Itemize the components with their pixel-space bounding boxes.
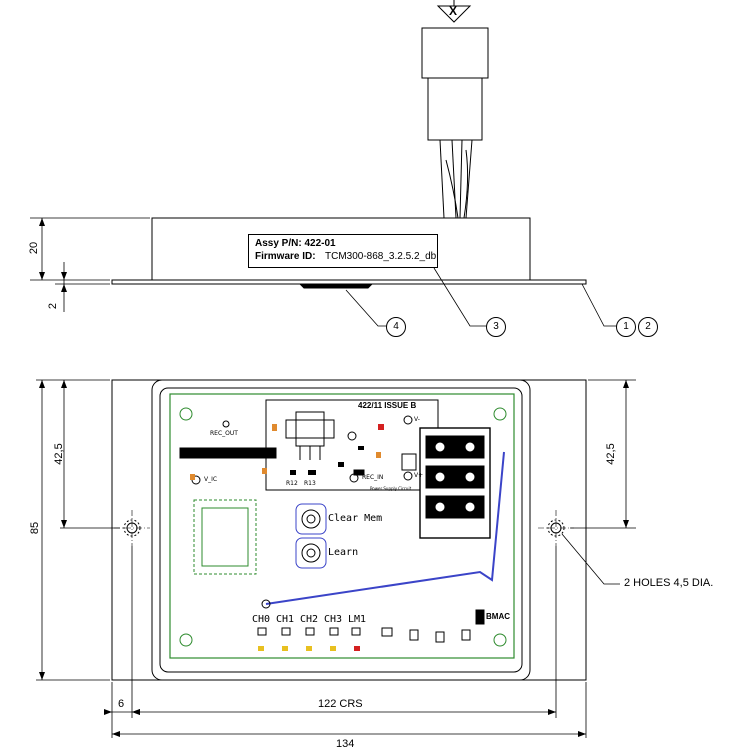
holes-note: 2 HOLES 4,5 DIA. <box>624 577 714 589</box>
dim-flange-2: 2 <box>47 302 59 310</box>
assy-part-number: Assy P/N: 422-01 <box>255 238 336 249</box>
view-arrow-marker <box>436 0 472 23</box>
channel-label-ch2: CH2 <box>300 614 319 625</box>
clear-mem-label: Clear Mem <box>328 513 383 524</box>
terminal-block <box>419 427 491 539</box>
channel-label-lm1: LM1 <box>348 614 367 625</box>
rec-in-label: REC_IN <box>362 474 384 481</box>
pcb-outline <box>169 393 515 659</box>
dim-height-20: 20 <box>28 241 40 255</box>
clear-mem-button <box>295 503 327 535</box>
balloon-3: 3 <box>486 317 506 337</box>
firmware-id-key: Firmware ID: <box>255 251 316 262</box>
power-supply-label: Power Supply Circuit <box>370 486 412 491</box>
dim-right-42-5: 42,5 <box>605 443 617 465</box>
brand-logo: BMAC <box>486 612 510 621</box>
learn-button <box>295 537 327 569</box>
channel-label-ch1: CH1 <box>276 614 295 625</box>
smd-parts <box>190 424 384 480</box>
assembly-label: Assy P/N: 422-01 Firmware ID: TCM300-868… <box>248 234 438 268</box>
dim-crs-122: 122 CRS <box>318 698 363 710</box>
rf-module <box>193 499 257 575</box>
r12-label: R12 <box>286 480 298 487</box>
pin-header <box>179 447 277 459</box>
dim-width-134: 134 <box>336 738 355 750</box>
top-view <box>36 379 636 738</box>
relay-component <box>285 411 335 460</box>
side-view <box>30 0 616 327</box>
dim-left-42-5: 42,5 <box>53 443 65 465</box>
connector-view-mark: X <box>449 4 458 18</box>
channel-label-ch3: CH3 <box>324 614 343 625</box>
connector-plug <box>421 27 489 219</box>
dim-edge-6: 6 <box>118 698 125 710</box>
pcb-issue-label: 422/11 ISSUE B <box>358 401 417 410</box>
rec-out-label: REC_OUT <box>210 430 238 437</box>
firmware-id-value: TCM300-868_3.2.5.2_db <box>325 251 437 262</box>
channel-leds <box>257 627 471 651</box>
flange-side <box>111 279 587 285</box>
learn-label: Learn <box>328 547 359 558</box>
v-ic-label: V_IC <box>204 476 218 483</box>
v-minus-label: V- <box>414 416 420 423</box>
v-plus-label: V+ <box>414 472 424 479</box>
base-disk <box>298 283 374 289</box>
balloon-1: 1 <box>616 317 636 337</box>
housing-inner <box>159 387 523 673</box>
antenna-wire <box>265 451 505 605</box>
balloon-4: 4 <box>386 317 406 337</box>
r13-label: R13 <box>304 480 316 487</box>
channel-label-ch0: CH0 <box>252 614 271 625</box>
dim-overall-85: 85 <box>29 521 41 535</box>
mounting-hole-right <box>538 510 574 546</box>
balloon-2: 2 <box>638 317 658 337</box>
